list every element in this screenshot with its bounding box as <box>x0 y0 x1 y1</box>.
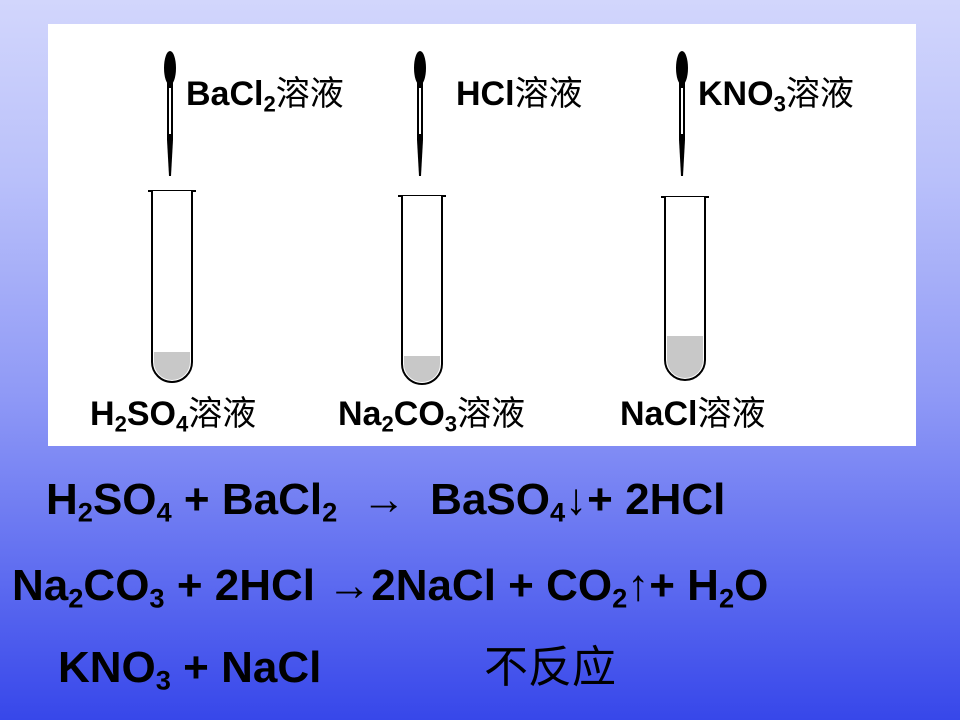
liquid-2 <box>404 356 440 382</box>
test-tube-1 <box>148 190 196 383</box>
liquid-3 <box>667 336 703 378</box>
reaction-arrow-1: → <box>361 475 406 524</box>
reaction-arrow-2: → <box>327 561 372 610</box>
dropper-1 <box>164 51 176 176</box>
tube-1-label: H2SO4溶液 <box>90 395 257 437</box>
tube-3-label: NaCl溶液 <box>620 395 766 433</box>
dropper-3 <box>676 51 688 176</box>
equation-1: H2SO4 + BaCl2 → BaSO4↓+ 2HCl <box>46 475 726 528</box>
dropper-2 <box>414 51 426 176</box>
equation-3: KNO3 + NaCl <box>58 643 322 696</box>
apparatus-drawing <box>148 51 709 385</box>
dropper-2-label: HCl溶液 <box>456 75 583 113</box>
equation-2: Na2CO3 + 2HCl →2NaCl + CO2↑+ H2O <box>12 561 769 614</box>
dropper-1-label: BaCl2溶液 <box>186 75 344 117</box>
test-tube-2 <box>398 195 446 385</box>
no-reaction-label: 不反应 <box>484 642 616 693</box>
liquid-1 <box>154 352 190 380</box>
dropper-3-label: KNO3溶液 <box>698 75 854 117</box>
tube-2-label: Na2CO3溶液 <box>338 395 526 437</box>
apparatus-panel: BaCl2溶液 HCl溶液 KNO3溶液 H2SO4溶液 Na2CO3溶液 Na… <box>48 24 916 446</box>
test-tube-3 <box>661 196 709 381</box>
